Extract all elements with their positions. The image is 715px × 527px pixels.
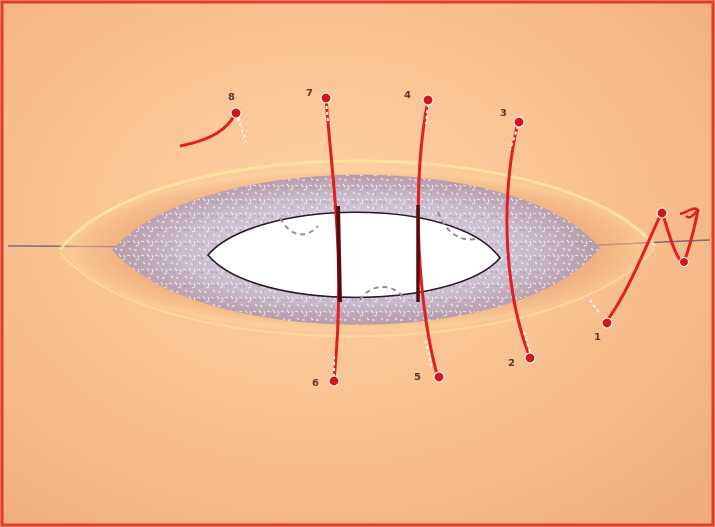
- suture-knot-point-b: [680, 258, 689, 267]
- suture-end-5: [434, 372, 444, 382]
- label-5: 5: [414, 372, 421, 383]
- label-1: 1: [594, 332, 601, 343]
- suture-end-1: [602, 318, 612, 328]
- label-2: 2: [508, 358, 515, 369]
- suture-end-4: [423, 95, 433, 105]
- suture-end-6: [329, 376, 339, 386]
- suture-end-8: [231, 108, 241, 118]
- label-7: 7: [306, 88, 313, 99]
- suture-knot-point-a: [657, 208, 667, 218]
- suture-end-7: [321, 93, 331, 103]
- suture-end-3: [514, 117, 524, 127]
- label-8: 8: [228, 92, 235, 103]
- label-3: 3: [500, 108, 507, 119]
- label-6: 6: [312, 378, 319, 389]
- suture-segment-in-wound-7: [338, 206, 340, 302]
- label-4: 4: [404, 90, 411, 101]
- suture-end-2: [525, 353, 535, 363]
